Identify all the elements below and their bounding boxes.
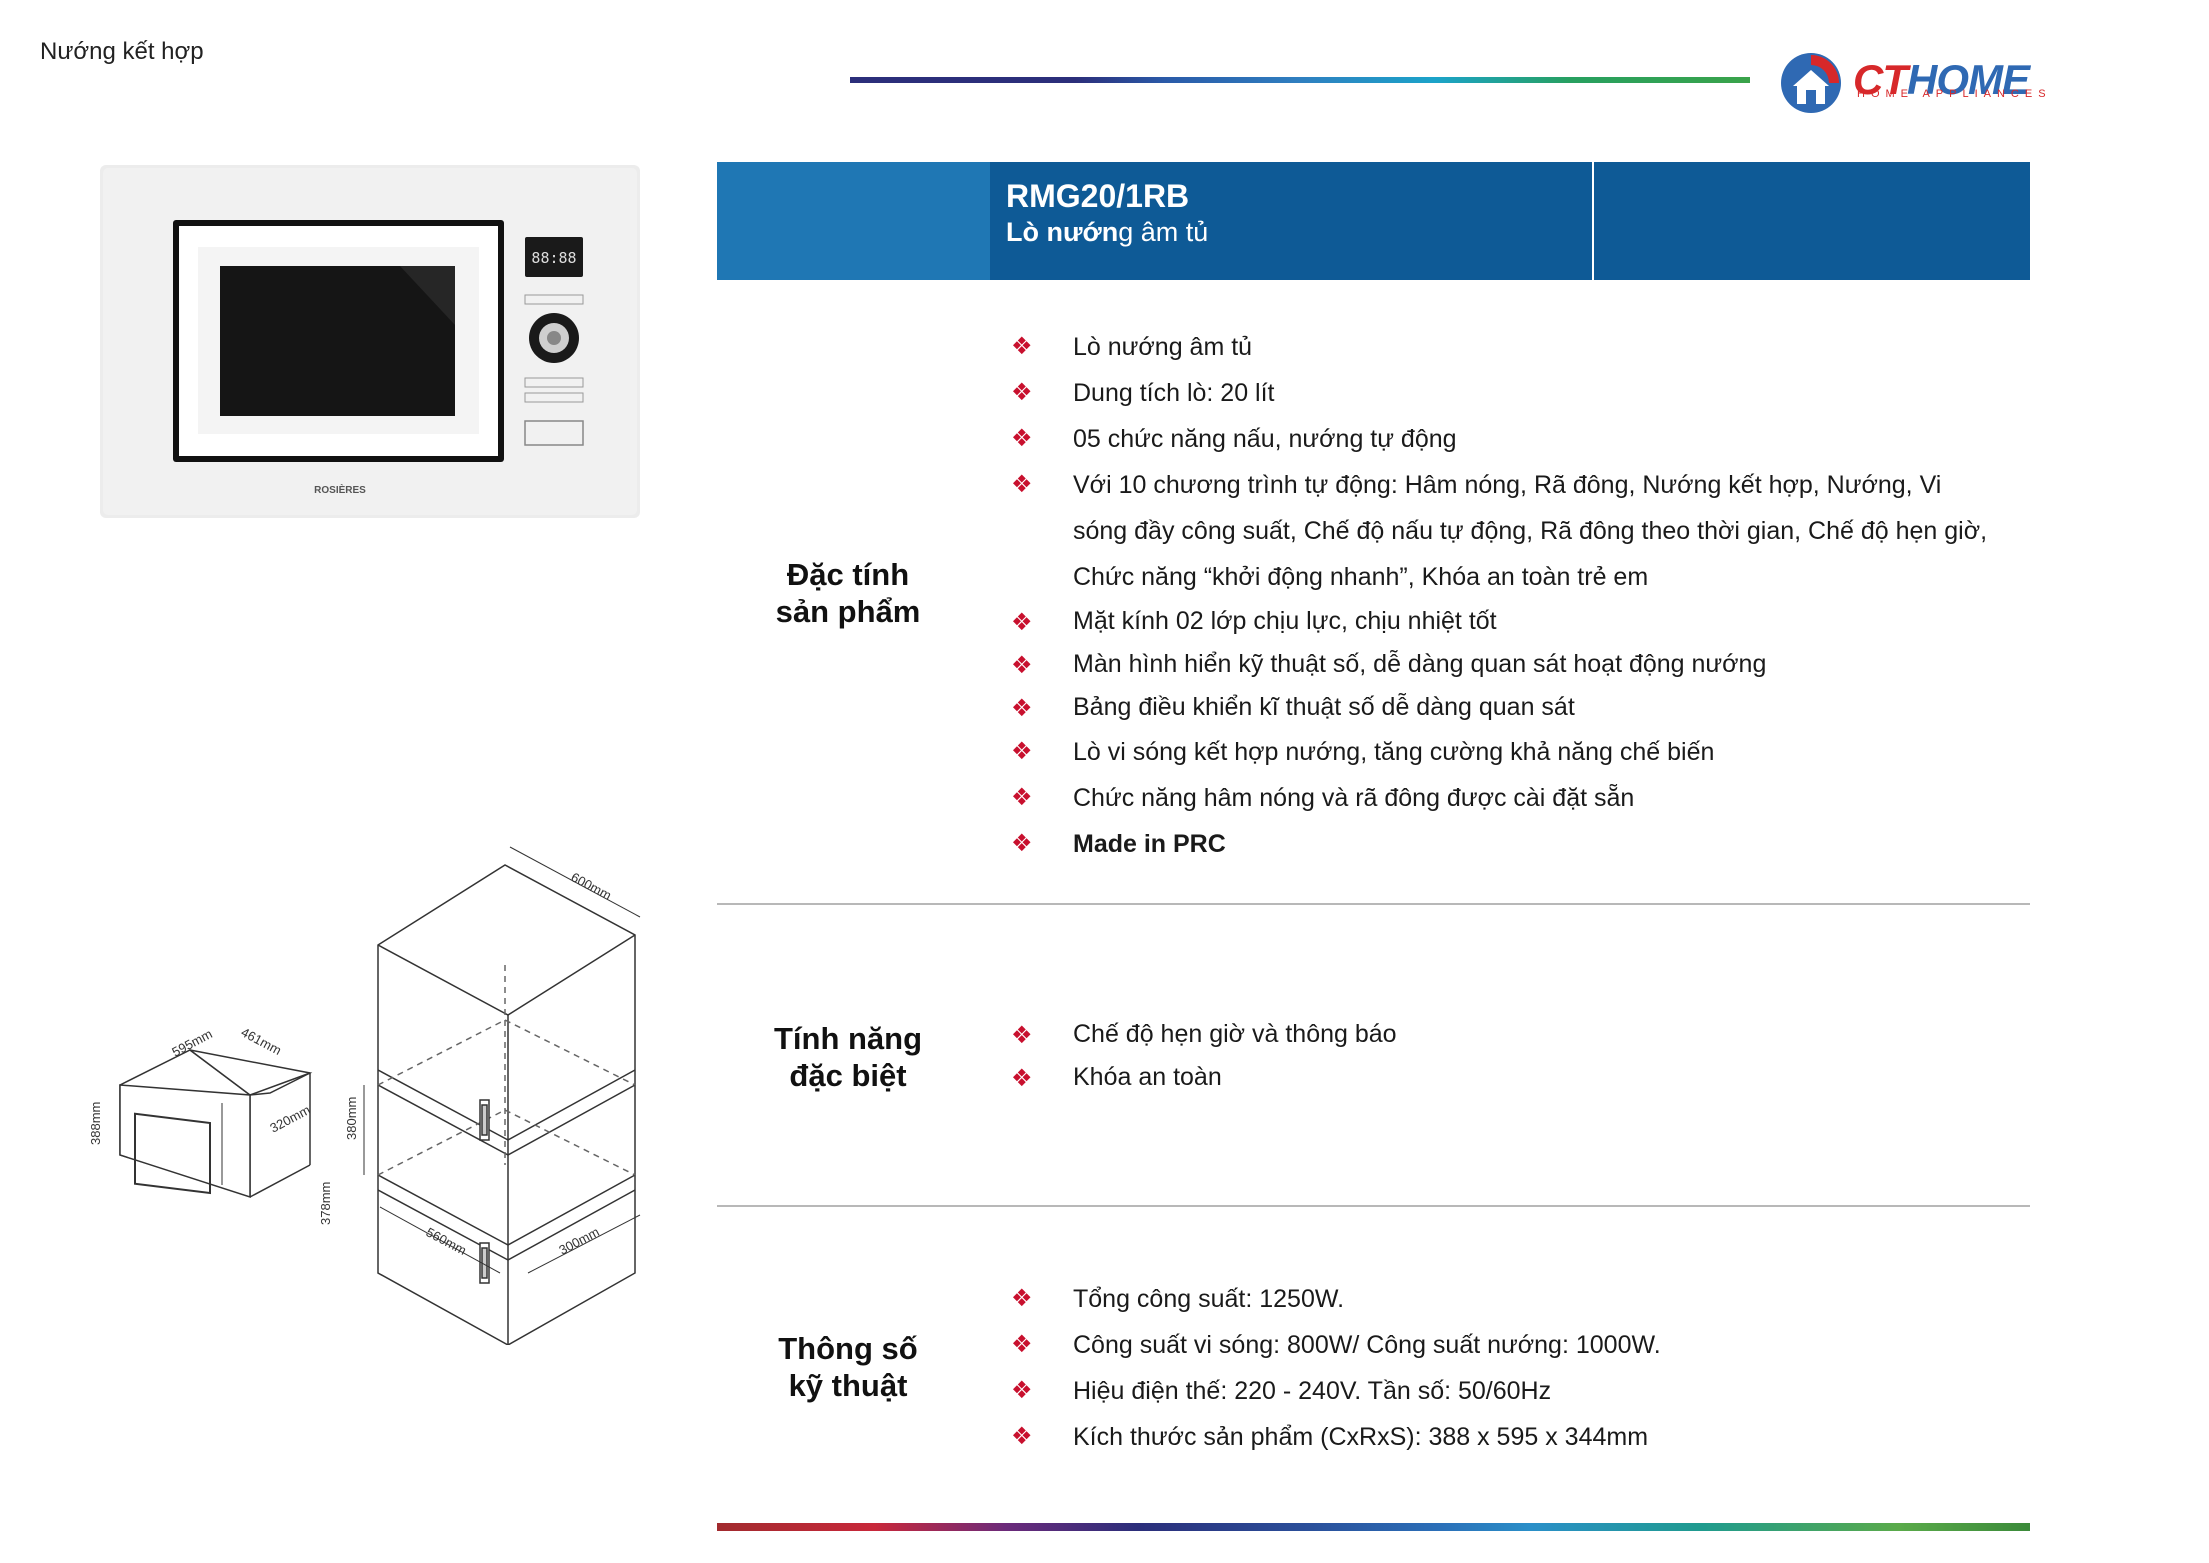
oven-brand-label: ROSIÈRES (314, 483, 366, 496)
section-title-line: sản phẩm (775, 594, 921, 629)
section-title-specs: Thông số kỹ thuật (708, 1330, 988, 1404)
features-list: ❖ Lò nướng âm tủ ❖ Dung tích lò: 20 lít ❖ 0… (1011, 324, 1987, 867)
list-item-text: Công suất vi sóng: 800W/ Công suất nướng… (1073, 1331, 1661, 1359)
diamond-bullet-icon: ❖ (1011, 1022, 1033, 1049)
section-title-special: Tính năng đặc biệt (708, 1020, 988, 1094)
footer-gradient-rule (717, 1523, 2030, 1531)
spec-header-band-left (717, 162, 990, 280)
diamond-bullet-icon: ❖ (1011, 830, 1033, 857)
diamond-bullet-icon: ❖ (1011, 1331, 1033, 1358)
list-item: ❖ Hiệu điện thế: 220 - 240V. Tần số: 50/6… (1011, 1368, 1661, 1414)
diamond-bullet-icon: ❖ (1011, 471, 1033, 498)
diamond-bullet-icon: ❖ (1011, 738, 1033, 765)
section-divider (717, 1205, 2030, 1207)
house-icon (1781, 53, 1841, 113)
list-item-text: Với 10 chương trình tự động: Hâm nóng, R… (1073, 471, 1942, 499)
list-item-text: Chức năng hâm nóng và rã đông được cài đ… (1073, 784, 1635, 812)
spec-header-band-right (1594, 162, 2030, 280)
diamond-bullet-icon: ❖ (1011, 652, 1033, 679)
product-model: RMG20/1RB (1006, 178, 1190, 214)
list-item: ❖ Lò nướng âm tủ (1011, 324, 1987, 370)
diamond-bullet-icon: ❖ (1011, 333, 1033, 360)
list-item-text: Lò vi sóng kết hợp nướng, tăng cường khả… (1073, 738, 1715, 766)
logo-brand-red: CT (1853, 56, 1908, 103)
list-item: ❖ Màn hình hiển kỹ thuật số, dễ dàng quan… (1011, 643, 1987, 686)
section-title-line: Tính năng (773, 1021, 923, 1056)
dim-cab-width: 600mm (569, 869, 614, 903)
diamond-bullet-icon: ❖ (1011, 425, 1033, 452)
list-item: ❖ Tổng công suất: 1250W. (1011, 1276, 1661, 1322)
logo-wordmark: CTHOME (1853, 56, 2030, 104)
dim-cab-height: 380mm (344, 1097, 359, 1140)
list-item-text: Hiệu điện thế: 220 - 240V. Tần số: 50/60… (1073, 1377, 1552, 1405)
list-item-text: Dung tích lò: 20 lít (1073, 379, 1275, 407)
dim-oven-depth2: 320mm (267, 1102, 312, 1136)
section-divider (717, 903, 2030, 905)
diamond-bullet-icon: ❖ (1011, 1377, 1033, 1404)
list-item: ❖ Chức năng hâm nóng và rã đông được cài … (1011, 775, 1987, 821)
diamond-bullet-icon: ❖ (1011, 609, 1033, 636)
oven-product-image: 88:88 ROSIÈRES (100, 165, 640, 518)
list-item: ❖ Mặt kính 02 lớp chịu lực, chịu nhiệt tố… (1011, 600, 1987, 643)
diamond-bullet-icon: ❖ (1011, 1285, 1033, 1312)
section-title-features: Đặc tính sản phẩm (708, 556, 988, 630)
cthome-logo (1781, 53, 1841, 113)
list-item-text: sóng đầy công suất, Chế độ nấu tự động, … (1073, 517, 1988, 545)
list-item: ❖ Lò vi sóng kết hợp nướng, tăng cường kh… (1011, 729, 1987, 775)
display-digits: 88:88 (531, 249, 576, 267)
page-category: Nướng kết hợp (40, 38, 204, 65)
section-title-line: kỹ thuật (788, 1368, 908, 1403)
diamond-bullet-icon: ❖ (1011, 1065, 1033, 1092)
list-item-text: Khóa an toàn (1073, 1063, 1222, 1091)
list-item-text: Bảng điều khiển kĩ thuật số dễ dàng quan… (1073, 693, 1575, 721)
section-title-line: Thông số (778, 1331, 918, 1366)
list-item: ❖ 05 chức năng nấu, nướng tự động (1011, 416, 1987, 462)
diamond-bullet-icon: ❖ (1011, 1423, 1033, 1450)
list-item-text: Lò nướng âm tủ (1073, 333, 1253, 361)
dim-oven-height: 388mm (88, 1102, 103, 1145)
installation-diagram: 600mm 380mm 560mm 300mm 595mm 461mm 388m… (88, 846, 641, 1345)
logo-brand-blue: HOME (1907, 56, 2030, 103)
list-item: ❖ Kích thước sản phẩm (CxRxS): 388 x 595 … (1011, 1414, 1661, 1460)
list-item-text: Chức năng “khởi động nhanh”, Khóa an toà… (1073, 563, 1649, 591)
product-type: Lò nướng âm tủ (1006, 217, 1208, 248)
section-title-line: đặc biệt (789, 1058, 907, 1093)
control-panel: 88:88 (524, 237, 584, 446)
diamond-bullet-icon: ❖ (1011, 695, 1033, 722)
specs-list: ❖ Tổng công suất: 1250W. ❖ Công suất vi só… (1011, 1276, 1661, 1460)
spec-header-band-main (990, 162, 1592, 280)
dim-oven-depth: 461mm (239, 1024, 284, 1058)
list-item-text: Tổng công suất: 1250W. (1073, 1285, 1345, 1313)
list-item-text: 05 chức năng nấu, nướng tự động (1073, 425, 1457, 453)
dim-oven-height2: 378mm (318, 1182, 333, 1225)
section-title-line: Đặc tính (786, 557, 910, 592)
list-item-text: Made in PRC (1073, 830, 1226, 858)
list-item: ❖ Made in PRC (1011, 821, 1987, 867)
logo-tagline: HOME APPLIANCES (1857, 88, 2052, 100)
list-item: ❖ Chế độ hẹn giờ và thông báo (1011, 1013, 1397, 1056)
special-features-list: ❖ Chế độ hẹn giờ và thông báo ❖ Khóa an to… (1011, 1013, 1397, 1099)
diamond-bullet-icon: ❖ (1011, 784, 1033, 811)
list-item: ❖ Khóa an toàn (1011, 1056, 1397, 1099)
list-item: ❖ Với 10 chương trình tự động: Hâm nóng, … (1011, 462, 1987, 600)
list-item-text: Mặt kính 02 lớp chịu lực, chịu nhiệt tốt (1073, 607, 1497, 635)
product-type-rest: g âm tủ (1118, 217, 1209, 247)
list-item-text: Kích thước sản phẩm (CxRxS): 388 x 595 x… (1073, 1423, 1649, 1451)
list-item-text: Màn hình hiển kỹ thuật số, dễ dàng quan … (1073, 650, 1767, 678)
list-item: ❖ Bảng điều khiển kĩ thuật số dễ dàng qua… (1011, 686, 1987, 729)
product-type-bold: Lò nướn (1006, 217, 1119, 247)
diamond-bullet-icon: ❖ (1011, 379, 1033, 406)
list-item-text: Chế độ hẹn giờ và thông báo (1073, 1020, 1397, 1048)
list-item: ❖ Công suất vi sóng: 800W/ Công suất nướn… (1011, 1322, 1661, 1368)
header-gradient-rule (850, 77, 1750, 83)
list-item: ❖ Dung tích lò: 20 lít (1011, 370, 1987, 416)
